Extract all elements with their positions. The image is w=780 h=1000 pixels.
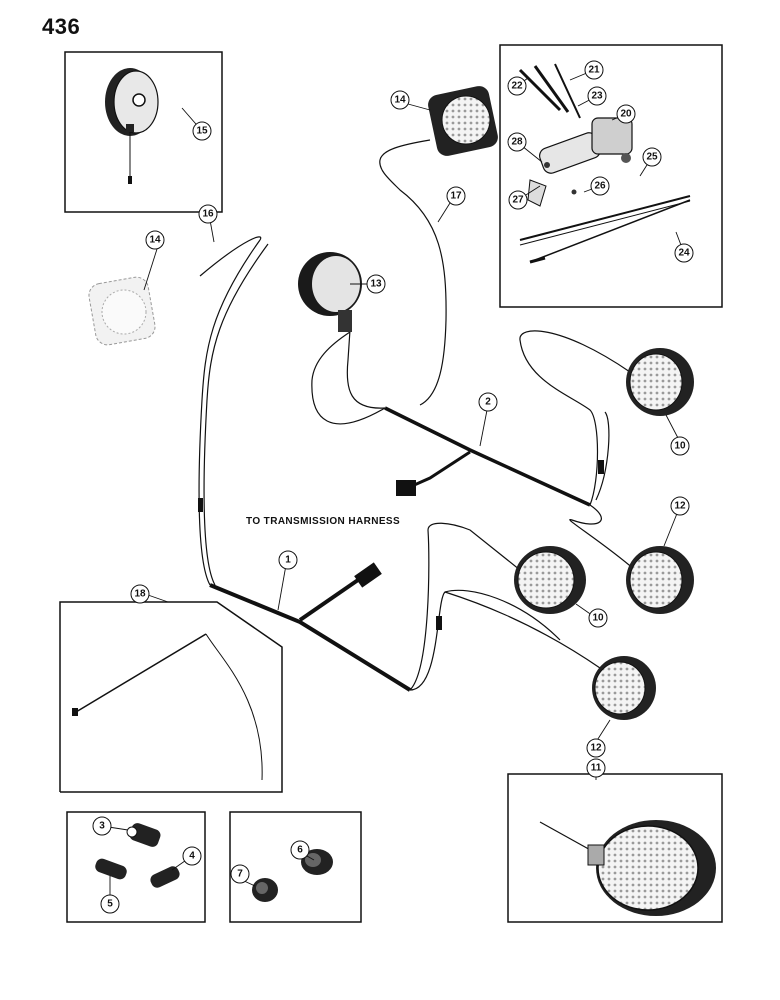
svg-text:14: 14 — [394, 95, 406, 106]
inset-box-18 — [59, 601, 283, 793]
callout-17: 17 — [446, 186, 466, 206]
inset-box-3-4-5 — [66, 811, 206, 923]
transmission-harness-caption: TO TRANSMISSION HARNESS — [246, 516, 400, 527]
svg-text:13: 13 — [370, 279, 382, 290]
svg-text:28: 28 — [511, 137, 523, 148]
callout-24: 24 — [674, 243, 694, 263]
callout-13: 13 — [366, 274, 386, 294]
inset-box-wiper — [499, 44, 723, 308]
svg-text:23: 23 — [591, 91, 603, 102]
inset-box-15 — [64, 51, 223, 213]
callout-7: 7 — [230, 864, 250, 884]
svg-text:1: 1 — [285, 555, 291, 566]
svg-text:11: 11 — [591, 763, 602, 774]
svg-text:15: 15 — [196, 126, 208, 137]
svg-text:20: 20 — [620, 109, 632, 120]
inset-box-6-7 — [229, 811, 362, 923]
callout-28: 28 — [507, 132, 527, 152]
svg-text:26: 26 — [594, 181, 606, 192]
svg-text:5: 5 — [107, 899, 113, 910]
svg-text:10: 10 — [592, 613, 604, 624]
callout-18: 18 — [130, 584, 150, 604]
svg-text:17: 17 — [450, 191, 462, 202]
callout-22: 22 — [507, 76, 527, 96]
callout-6: 6 — [290, 840, 310, 860]
lamp-14-left — [88, 276, 156, 346]
svg-text:2: 2 — [485, 397, 491, 408]
callout-16: 16 — [198, 204, 218, 224]
connector-blocks — [198, 460, 604, 630]
svg-text:12: 12 — [590, 743, 602, 754]
callout-26: 26 — [590, 176, 610, 196]
inset-box-11 — [507, 773, 723, 923]
lamp-10-mid — [514, 546, 586, 614]
svg-text:6: 6 — [297, 845, 303, 856]
lamp-12-bottom — [592, 656, 656, 720]
callout-14-top: 14 — [390, 90, 410, 110]
svg-text:22: 22 — [511, 81, 523, 92]
svg-text:27: 27 — [512, 195, 524, 206]
svg-text:24: 24 — [678, 248, 690, 259]
lamp-10-top — [626, 348, 694, 416]
page-number: 436 — [42, 14, 81, 39]
svg-text:4: 4 — [189, 851, 195, 862]
lamp-13 — [298, 252, 362, 332]
callout-10-mid: 10 — [588, 608, 608, 628]
callout-12-bottom: 12 — [586, 738, 606, 758]
svg-text:10: 10 — [674, 441, 686, 452]
lamp-14-top — [428, 86, 498, 156]
callout-1: 1 — [278, 550, 298, 570]
callout-27: 27 — [508, 190, 528, 210]
harness-wires — [198, 139, 636, 692]
svg-text:7: 7 — [237, 869, 243, 880]
callout-2: 2 — [478, 392, 498, 412]
wiper-motor-20 — [527, 117, 633, 207]
svg-text:18: 18 — [134, 589, 146, 600]
svg-text:3: 3 — [99, 821, 105, 832]
svg-text:25: 25 — [646, 152, 658, 163]
callout-20: 20 — [616, 104, 636, 124]
callout-21: 21 — [584, 60, 604, 80]
svg-text:12: 12 — [674, 501, 686, 512]
callouts: 15 14 14 16 17 13 2 1 10 10 12 12 11 18 … — [92, 60, 694, 914]
callout-12-right: 12 — [670, 496, 690, 516]
svg-text:21: 21 — [588, 65, 600, 76]
callout-15: 15 — [192, 121, 212, 141]
callout-25: 25 — [642, 147, 662, 167]
callout-14-left: 14 — [145, 230, 165, 250]
svg-text:16: 16 — [202, 209, 214, 220]
lamp-15-drawing — [105, 68, 159, 184]
callout-4: 4 — [182, 846, 202, 866]
callout-10-top: 10 — [670, 436, 690, 456]
callout-23: 23 — [587, 86, 607, 106]
lamp-12-right — [626, 546, 694, 614]
callout-5: 5 — [100, 894, 120, 914]
callout-3: 3 — [92, 816, 112, 836]
svg-text:14: 14 — [149, 235, 161, 246]
callout-11: 11 — [586, 758, 606, 778]
